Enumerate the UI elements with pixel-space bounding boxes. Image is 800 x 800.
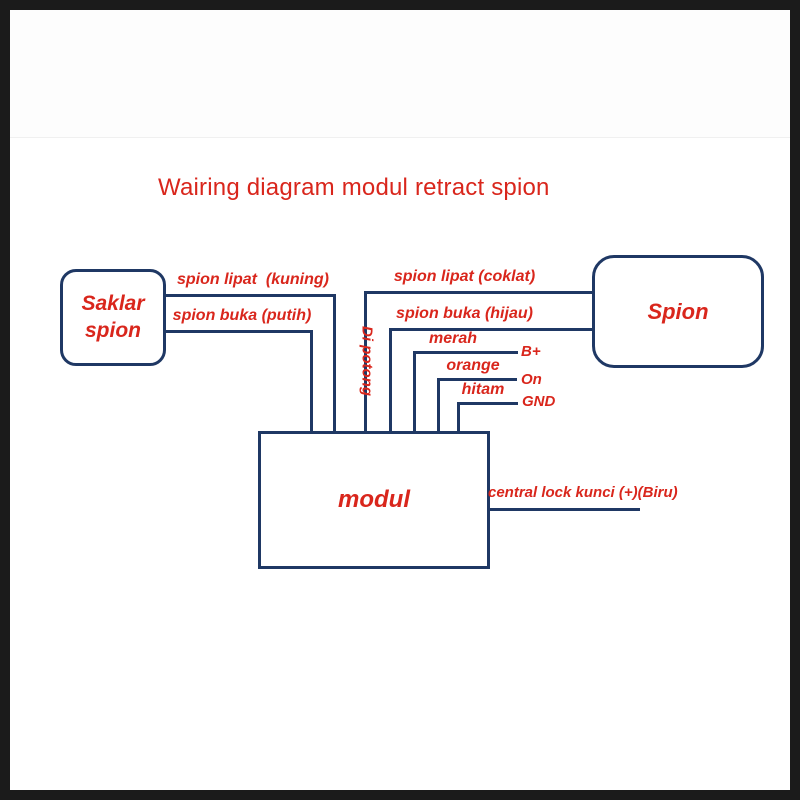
wire-kuning-vertical (333, 294, 336, 431)
wire-hitam-gnd-vertical (457, 402, 460, 431)
wire-putih-horizontal (165, 330, 313, 333)
label-spion-buka-hijau: spion buka (hijau) (396, 305, 533, 322)
wire-putih-vertical (310, 330, 313, 431)
wire-coklat-vertical (364, 291, 367, 431)
wire-merah-bplus-horizontal (413, 351, 518, 354)
saklar-spion-label: Saklar spion (81, 292, 145, 342)
label-orange: orange (446, 357, 500, 374)
saklar-spion-box: Saklar spion (60, 269, 166, 366)
wire-coklat-horizontal (364, 291, 593, 294)
label-spion-lipat-coklat: spion lipat (coklat) (393, 268, 536, 285)
wire-hijau-vertical (389, 328, 392, 431)
wire-hijau-horizontal (389, 328, 593, 331)
label-gnd: GND (522, 393, 556, 410)
label-spion-buka-putih: spion buka (putih) (172, 307, 312, 324)
label-on: On (521, 371, 542, 388)
wire-orange-on-horizontal (437, 378, 517, 381)
wire-hitam-gnd-horizontal (457, 402, 518, 405)
wire-kuning-horizontal (165, 294, 336, 297)
label-central-lock-kunci: central lock kunci (+)(Biru) (488, 484, 678, 501)
label-merah: merah (428, 330, 478, 347)
modul-label: modul (338, 486, 410, 513)
modul-box: modul (258, 431, 490, 569)
label-hitam: hitam (461, 381, 505, 398)
diagram-title: Wairing diagram modul retract spion (158, 174, 550, 201)
label-b-plus: B+ (521, 343, 541, 360)
spion-label: Spion (647, 298, 709, 324)
wire-merah-bplus-vertical (413, 351, 416, 431)
label-spion-lipat-kuning: spion lipat (kuning) (177, 271, 329, 288)
wire-central-lock-horizontal (489, 508, 640, 511)
wire-orange-on-vertical (437, 378, 440, 431)
background-band (10, 10, 790, 138)
spion-box: Spion (592, 255, 764, 368)
